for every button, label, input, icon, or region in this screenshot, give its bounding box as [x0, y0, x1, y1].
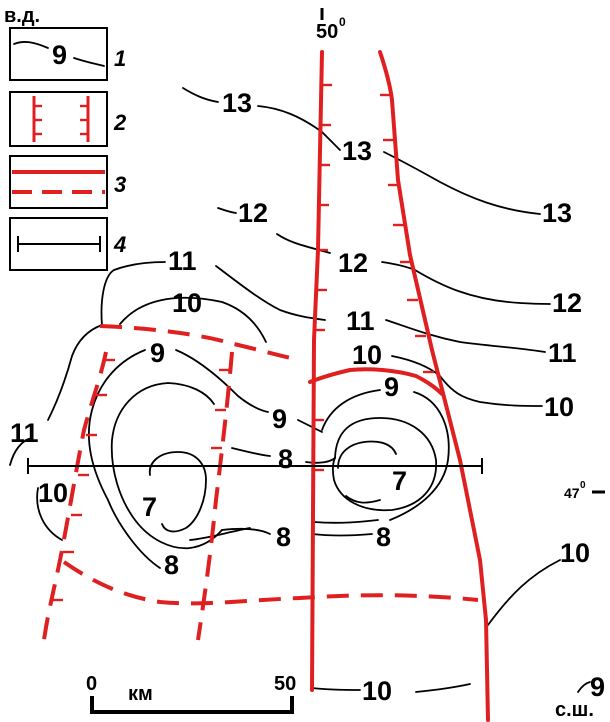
legend-number-1: 1	[114, 46, 126, 71]
isoline-10-mid	[391, 355, 543, 407]
legend-item-1: 9 1	[9, 27, 126, 81]
isoline-7-right-b	[345, 495, 381, 504]
longitude-label: 50	[316, 21, 338, 43]
isoline-11-left-b	[215, 265, 326, 321]
isoline-8-center-b	[311, 533, 373, 537]
label-11-far-left: 11	[10, 418, 39, 448]
label-12-right: 12	[552, 288, 582, 318]
label-13-mid: 13	[342, 136, 372, 166]
isoline-9-left-basin	[88, 349, 161, 569]
isoline-9-right-basin-b	[389, 391, 450, 521]
left-basin-east-ticks	[211, 368, 230, 450]
legend-number-2: 2	[113, 110, 127, 135]
isoline-10-top	[119, 296, 267, 343]
isoline-10-left-b	[36, 487, 63, 541]
label-10-top: 10	[172, 288, 202, 318]
isoline-9-corner	[577, 681, 591, 693]
scale-end-label: 50	[274, 673, 296, 695]
graben-west-ticks	[313, 83, 332, 472]
corner-label-bottom-right: с.ш.	[555, 699, 594, 721]
isoline-13-left	[182, 87, 219, 103]
label-7-left: 7	[142, 492, 157, 522]
profile-line	[27, 458, 483, 474]
label-8-top: 8	[278, 444, 293, 474]
label-10-mid: 10	[352, 340, 382, 370]
isolines	[9, 87, 591, 693]
isoline-9-right-basin	[321, 389, 381, 431]
label-8-center: 8	[276, 522, 291, 552]
isoline-10-bottom-left	[311, 687, 361, 691]
isoline-13-right	[383, 151, 541, 215]
isoline-11-left	[100, 261, 166, 326]
label-11-right: 11	[548, 338, 577, 368]
left-basin-west-ticks	[52, 358, 115, 602]
scale-bar: 0 км 50	[86, 673, 296, 714]
legend-number-3: 3	[114, 172, 126, 197]
isoline-9-right-basin-c	[189, 527, 251, 541]
graben-east-ticks	[380, 93, 434, 374]
isoline-labels: 13 13 13 12 12 12 11 11 11 11 10 10 10 1…	[10, 88, 605, 706]
isoline-7-left	[148, 451, 207, 533]
left-basin-west-fault	[42, 351, 108, 641]
isoline-12-left-b	[276, 233, 331, 254]
corner-label-top-left: в.д.	[4, 5, 40, 27]
isoline-12-left	[217, 207, 237, 214]
isoline-10-bottom-right-b	[415, 683, 471, 693]
label-9-center: 9	[272, 404, 287, 434]
isoline-9-left-basin-b	[175, 349, 269, 413]
latitude-degree: 0	[580, 480, 586, 491]
label-8-right: 8	[376, 522, 391, 552]
label-8-left-bottom: 8	[164, 550, 179, 580]
left-basin-top-fault	[99, 324, 301, 362]
isoline-9-right-basin-d	[313, 519, 379, 524]
southern-fault	[62, 560, 479, 606]
label-12-mid: 12	[338, 248, 368, 278]
isoline-8-center	[221, 527, 271, 535]
label-9-corner: 9	[590, 672, 605, 702]
longitude-degree: 0	[339, 15, 346, 29]
isoline-12-right	[381, 261, 551, 305]
faults	[42, 50, 490, 722]
isoline-11-right	[385, 319, 546, 353]
isoline-8-right	[332, 417, 437, 512]
coordinates: 50 0 47 0 в.д. с.ш.	[4, 5, 605, 721]
graben-east-fault	[378, 50, 490, 722]
label-10-bottom: 10	[362, 676, 392, 706]
isoline-10-left	[9, 437, 33, 466]
scale-start-label: 0	[86, 673, 97, 695]
left-basin-east-fault	[196, 351, 234, 641]
graben-west-fault	[310, 50, 324, 692]
legend-number-4: 4	[113, 232, 126, 257]
block-boundary-fault	[308, 367, 444, 396]
label-11-mid: 11	[346, 306, 375, 336]
label-11-left: 11	[168, 246, 197, 276]
isoline-13-left-b	[257, 105, 341, 151]
legend-item-2: 2	[9, 91, 127, 147]
legend-item-4: 4	[9, 217, 126, 271]
label-13-left: 13	[222, 88, 252, 118]
label-10-bottom-right: 10	[560, 538, 590, 568]
isoline-7-right	[337, 440, 397, 469]
isoline-8-top	[231, 447, 271, 457]
label-7-right: 7	[392, 466, 407, 496]
label-10-right: 10	[544, 392, 574, 422]
label-12-left: 12	[238, 198, 268, 228]
isoline-8-left	[110, 382, 223, 550]
label-9-right-basin: 9	[384, 372, 399, 402]
legend-item-3: 3	[9, 155, 126, 209]
legend-sample-isoline-label: 9	[52, 40, 67, 70]
scale-unit-label: км	[128, 683, 153, 705]
label-13-right: 13	[542, 198, 572, 228]
isoline-8-left-b	[167, 382, 215, 405]
latitude-label: 47	[564, 485, 580, 501]
legend: 9 1 2 3 4	[9, 27, 127, 271]
isoline-9-left-basin-c	[297, 419, 323, 433]
label-10-left: 10	[38, 478, 68, 508]
label-9-left-basin: 9	[150, 338, 165, 368]
isoline-8-top-b	[305, 457, 336, 464]
isoline-11-far-left	[47, 324, 103, 421]
isoline-10-bottom-right	[487, 559, 561, 626]
